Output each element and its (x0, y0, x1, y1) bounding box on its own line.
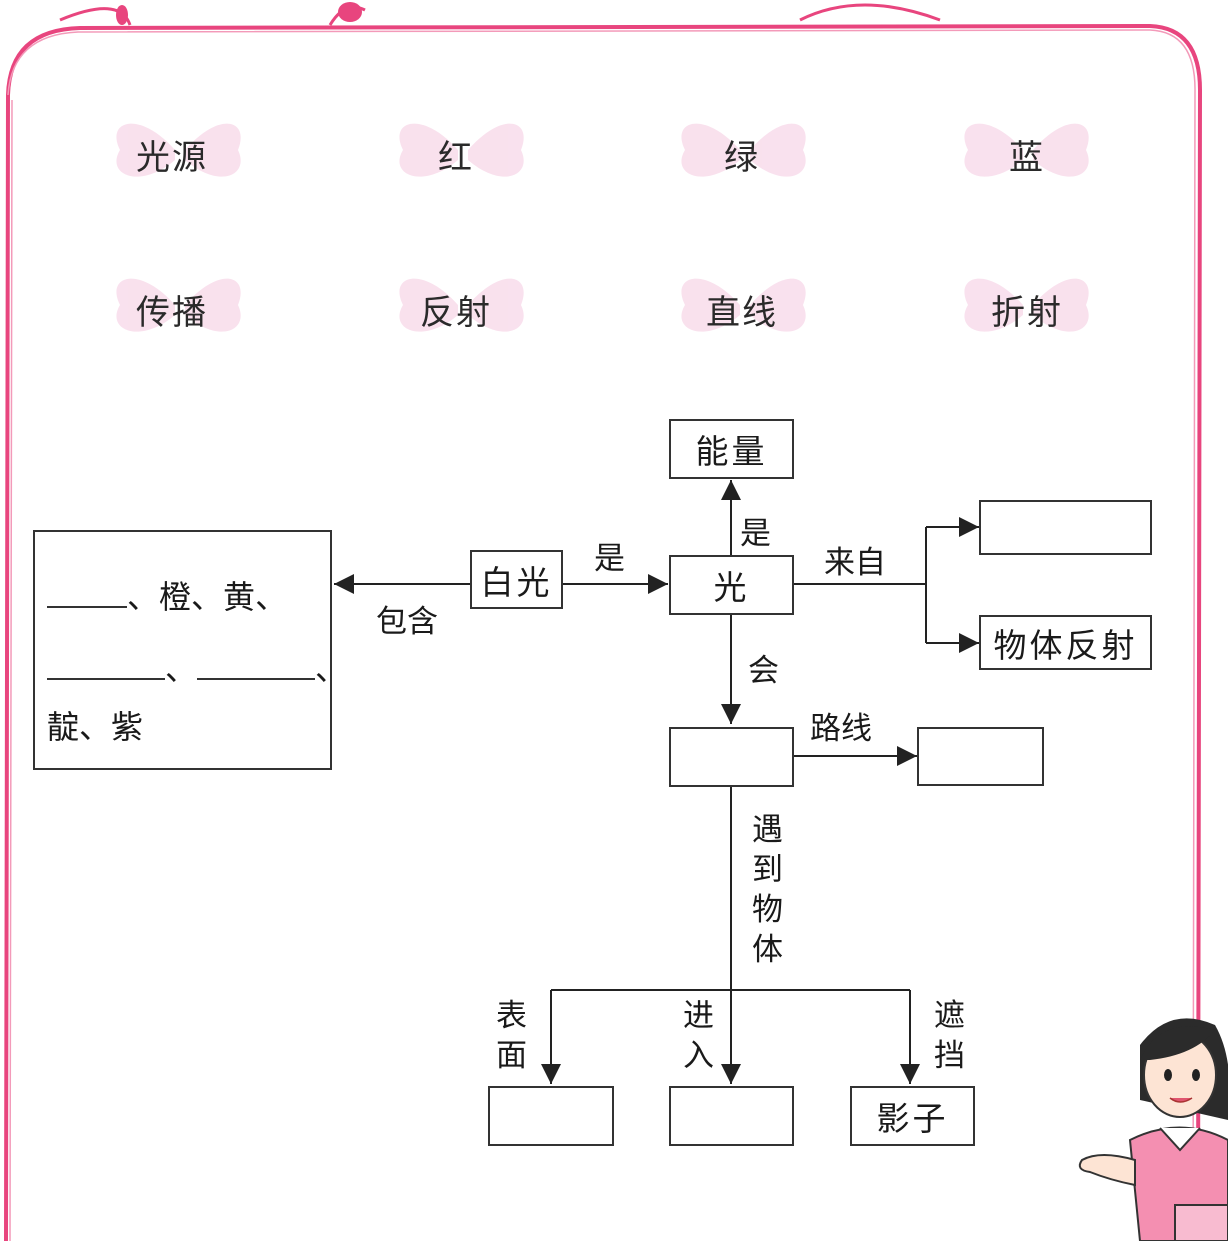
node-white-light: 白光 (470, 550, 563, 609)
color-sep: 、 (165, 650, 198, 688)
label-surface: 表面 (496, 998, 527, 1074)
label-contains: 包含 (376, 604, 438, 640)
label-is-energy: 是 (740, 516, 771, 552)
colors-list-box: 、橙、黄、 、、 靛、紫 (33, 530, 347, 770)
color-yellow: 黄 (223, 578, 256, 616)
color-sep: 、 (315, 650, 348, 688)
teacher-illustration (1078, 1018, 1228, 1241)
node-source-blank[interactable] (979, 500, 1152, 555)
blank-green[interactable] (47, 648, 165, 680)
word-bank-item: 直线 (706, 293, 778, 333)
color-sep: 、 (191, 578, 224, 616)
label-will: 会 (748, 653, 779, 689)
color-sep: 、 (255, 578, 288, 616)
word-bank-item: 绿 (724, 138, 760, 178)
word-bank-item: 红 (438, 138, 474, 178)
node-surface-blank[interactable] (488, 1086, 614, 1146)
color-indigo: 靛 (47, 708, 80, 746)
frame-border (4, 23, 1203, 1241)
color-sep: 、 (79, 708, 112, 746)
butterfly-decoration (116, 123, 1089, 332)
node-shadow: 影子 (850, 1086, 975, 1146)
blank-red[interactable] (47, 576, 127, 608)
label-enter: 进入 (683, 998, 714, 1074)
word-bank-item: 传播 (136, 293, 208, 333)
label-meets-object: 遇到物体 (752, 812, 783, 968)
node-object-reflection: 物体反射 (979, 615, 1152, 670)
color-purple: 紫 (111, 708, 144, 746)
blank-blue[interactable] (197, 648, 316, 680)
node-energy: 能量 (669, 419, 794, 479)
color-orange: 橙 (159, 578, 192, 616)
label-block: 遮挡 (934, 998, 965, 1074)
node-light: 光 (669, 555, 794, 615)
node-path-blank[interactable] (917, 727, 1044, 786)
label-comes-from: 来自 (824, 545, 886, 581)
word-bank-item: 蓝 (1009, 138, 1045, 178)
word-bank-item: 反射 (420, 293, 492, 333)
label-is-white: 是 (594, 541, 625, 577)
color-sep: 、 (127, 578, 160, 616)
node-enter-blank[interactable] (669, 1086, 794, 1146)
word-bank-item: 光源 (136, 138, 208, 178)
node-travel-blank[interactable] (669, 727, 794, 787)
label-path: 路线 (810, 711, 872, 747)
word-bank-item: 折射 (991, 293, 1063, 333)
